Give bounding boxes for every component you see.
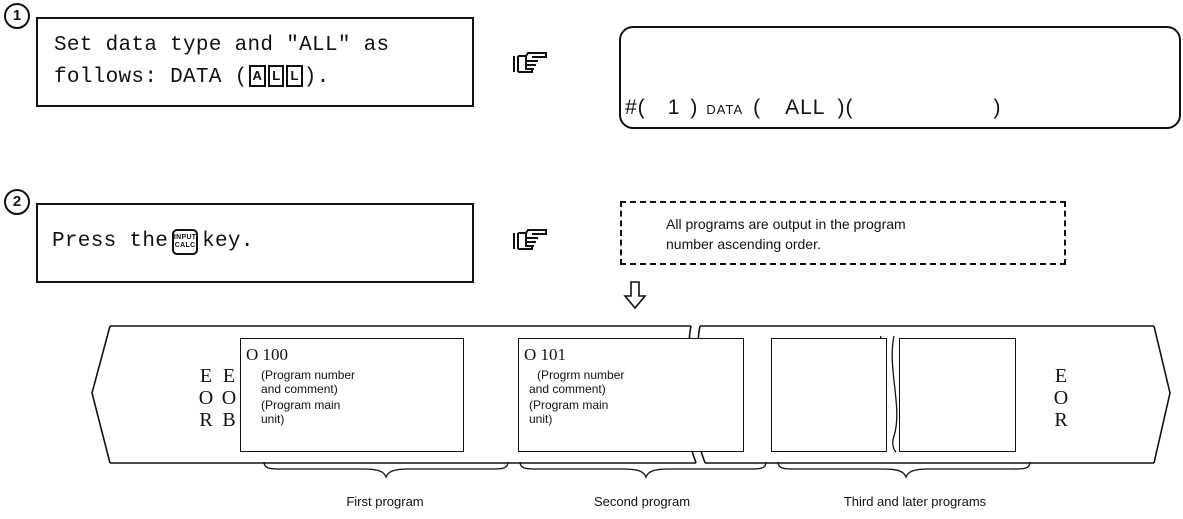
program-desc-line2: and comment) xyxy=(261,382,338,396)
program-desc-line3: (Program main xyxy=(529,398,609,412)
display-screen: #( 1 ) DATA ( ALL )( ) xyxy=(619,26,1181,129)
step-2-instruction-line: Press the INPUT CALC key. xyxy=(52,227,254,257)
step-1-instruction-line2-suffix: ). xyxy=(303,66,330,89)
program-box-later xyxy=(899,338,1016,452)
program-desc-line4: unit) xyxy=(261,412,285,426)
program-box-third xyxy=(771,338,887,452)
program-box-first: O 100 (Program number and comment) (Prog… xyxy=(240,338,464,452)
tape-eor-left-char: R xyxy=(199,409,213,431)
program-box-second: O 101 (Progrm number and comment) (Progr… xyxy=(518,338,744,452)
screen-close2: )( xyxy=(837,96,854,119)
step-number-1: 1 xyxy=(4,3,30,29)
program-desc-line3: (Program main xyxy=(261,398,341,412)
tape-eor-right-char: O xyxy=(1053,387,1069,409)
screen-hash: #( xyxy=(625,96,646,119)
step-1-instruction-box: Set data type and "ALL" as follows: DATA… xyxy=(36,17,474,107)
tape-eob-char: O xyxy=(221,387,237,409)
program-desc-line2: and comment) xyxy=(529,382,606,396)
tape-eob: E O B xyxy=(220,365,238,431)
program-desc-line4: unit) xyxy=(529,412,553,426)
note-line1: All programs are output in the program xyxy=(666,216,906,232)
pointing-hand-icon xyxy=(513,229,547,250)
screen-value: ALL xyxy=(785,96,826,119)
tape-eob-char: E xyxy=(222,365,236,387)
label-first-program: First program xyxy=(346,494,424,509)
tape-eor-right: E O R xyxy=(1052,365,1070,431)
key-l-2: L xyxy=(286,65,303,87)
screen-close1: ) xyxy=(690,96,699,119)
program-desc-line1: (Program number xyxy=(261,368,356,382)
key-top-label: INPUT xyxy=(173,234,197,241)
tape-eor-left-char: E xyxy=(199,365,213,387)
screen-number: 1 xyxy=(667,96,681,119)
tape-eor-left: E O R xyxy=(197,365,215,431)
label-second-program: Second program xyxy=(593,494,691,509)
program-number: O 101 xyxy=(524,345,567,364)
step-1-instruction-line1: Set data type and "ALL" as xyxy=(54,34,390,57)
program-brackets xyxy=(263,461,1031,479)
output-note-box: All programs are output in the program n… xyxy=(620,201,1066,265)
tape-eor-left-char: O xyxy=(198,387,214,409)
step-1-instruction-line2-prefix: follows: DATA ( xyxy=(54,66,248,89)
screen-open2: ( xyxy=(753,96,762,119)
step-2-instruction-prefix: Press the xyxy=(52,230,169,253)
key-l-1: L xyxy=(268,65,285,87)
key-bottom-label: CALC xyxy=(174,242,196,249)
tape-eor-right-char: R xyxy=(1054,409,1068,431)
step-number-2: 2 xyxy=(4,189,30,215)
label-third-and-later-programs: Third and later programs xyxy=(843,494,987,509)
input-calc-key-icon: INPUT CALC xyxy=(172,229,199,255)
key-a: A xyxy=(248,65,267,87)
pointing-hand-icon xyxy=(513,52,547,73)
screen-data-label: DATA xyxy=(706,102,744,117)
tape-eor-right-char: E xyxy=(1054,365,1068,387)
step-2-instruction-suffix: key. xyxy=(202,230,254,253)
down-arrow-icon xyxy=(623,281,647,309)
screen-close3: ) xyxy=(993,96,1002,119)
tape-eob-char: B xyxy=(222,409,236,431)
note-line2: number ascending order. xyxy=(666,236,821,252)
program-desc-line1: (Progrm number xyxy=(537,368,625,382)
step-2-instruction-box: Press the INPUT CALC key. xyxy=(36,203,474,283)
screen-input-line: #( 1 ) DATA ( ALL )( ) xyxy=(625,96,1002,122)
program-number: O 100 xyxy=(246,345,289,364)
